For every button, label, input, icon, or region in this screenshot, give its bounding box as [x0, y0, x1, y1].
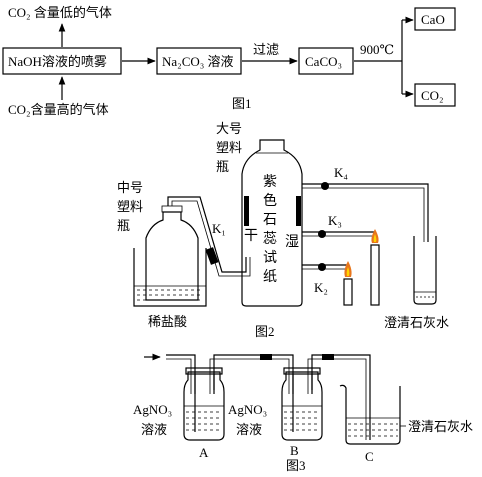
figure-1: CO₂ 含量低的气体 NaOH溶液的喷雾 CO₂含量高的气体 Na₂CO₃ 溶液… [2, 5, 456, 117]
k4-label: K₄ [334, 165, 348, 180]
litmus-char-3: 石 [263, 213, 277, 228]
wash-bottle-a [183, 371, 225, 441]
figure-3-caption: 图3 [286, 458, 306, 473]
litmus-char-4: 蕊 [263, 231, 277, 247]
k2-label: K₂ [314, 280, 328, 295]
tube-joint-1 [260, 354, 272, 360]
co2-box [414, 83, 456, 107]
agno3-a-solution-label: 溶液 [141, 422, 167, 437]
tube-joint-2 [322, 354, 334, 360]
hcl-beaker [133, 248, 207, 307]
connecting-tube-inner [171, 200, 251, 277]
limewater-label-fig2: 澄清石灰水 [384, 315, 449, 330]
filter-label: 过滤 [253, 42, 279, 57]
wet-litmus-strip [296, 196, 301, 226]
na2co3-box [156, 47, 242, 75]
high-co2-gas-label: CO₂含量高的气体 [8, 102, 109, 117]
limewater-test-tube [413, 236, 437, 305]
tube-b-to-c-inner [307, 358, 367, 440]
litmus-char-5: 试 [263, 250, 277, 266]
tube-inlet-a-inner [166, 358, 192, 394]
k1-clamp [205, 247, 219, 265]
naoh-spray-box [2, 47, 122, 75]
mid-bottle-label-1: 中号 [117, 180, 143, 195]
co2-label: CO₂ [421, 88, 444, 103]
tube-a-to-b [213, 354, 294, 394]
naoh-spray-label: NaOH溶液的喷雾 [8, 54, 107, 69]
k2-clamp [318, 263, 326, 271]
mid-bottle-label-2: 塑料 [117, 199, 143, 214]
agno3-a-label: AgNO₃ [133, 402, 172, 417]
wet-label: 湿 [285, 234, 299, 250]
k4-tube [302, 183, 429, 242]
figure-2-caption: 图2 [255, 324, 275, 339]
tube-b-to-c [311, 354, 371, 440]
mid-bottle-label-3: 瓶 [117, 218, 130, 233]
big-plastic-bottle [241, 139, 303, 307]
figure-2: 大号 塑料 瓶 紫 色 石 蕊 试 纸 干 湿 中号 塑料 瓶 稀盐酸 [117, 121, 449, 339]
limewater-label-fig3: 澄清石灰水 [408, 419, 473, 434]
big-bottle-label-3: 瓶 [216, 159, 229, 174]
short-candle-flame-core [346, 267, 350, 276]
k4-clamp [321, 182, 329, 190]
label-a: A [199, 445, 209, 460]
medium-plastic-bottle [145, 211, 199, 301]
na2co3-label: Na₂CO₃ 溶液 [162, 54, 234, 69]
figure-1-caption: 图1 [232, 96, 252, 111]
cao-box [414, 7, 456, 31]
agno3-b-label: AgNO₃ [228, 402, 267, 417]
tall-candle [370, 244, 380, 306]
bottle-b-stopper [283, 367, 321, 375]
figure-3: AgNO₃ 溶液 AgNO₃ 溶液 澄清石灰水 A B C 图3 [133, 353, 473, 473]
acid-label: 稀盐酸 [148, 314, 187, 329]
bottle-a-stopper [185, 367, 223, 375]
k3-label: K₃ [328, 213, 342, 228]
litmus-char-1: 紫 [263, 174, 277, 190]
low-co2-gas-label: CO₂ 含量低的气体 [8, 5, 112, 20]
label-b: B [290, 443, 299, 458]
wash-bottle-b [281, 371, 323, 441]
short-candle [343, 278, 353, 306]
medium-bottle-stopper [161, 205, 183, 213]
k3-clamp [318, 230, 326, 238]
caco3-label: CaCO₃ [305, 54, 342, 69]
k4-tube-inner [302, 187, 425, 242]
temperature-label: 900℃ [360, 42, 394, 57]
big-bottle-label-1: 大号 [216, 121, 242, 136]
k1-label: K₁ [212, 221, 226, 236]
tall-candle-flame-core [373, 234, 377, 242]
tube-a-to-b-inner [209, 358, 290, 394]
agno3-b-solution-label: 溶液 [236, 422, 262, 437]
big-bottle-label-2: 塑料 [216, 140, 242, 155]
cao-label: CaO [421, 12, 445, 27]
label-c: C [365, 449, 374, 464]
litmus-char-6: 纸 [263, 269, 277, 285]
dry-litmus-strip [244, 196, 249, 226]
connecting-tube [167, 196, 247, 273]
dry-label: 干 [244, 229, 258, 244]
caco3-box [298, 47, 354, 75]
beaker-c [339, 384, 401, 445]
litmus-char-2: 色 [263, 192, 277, 209]
